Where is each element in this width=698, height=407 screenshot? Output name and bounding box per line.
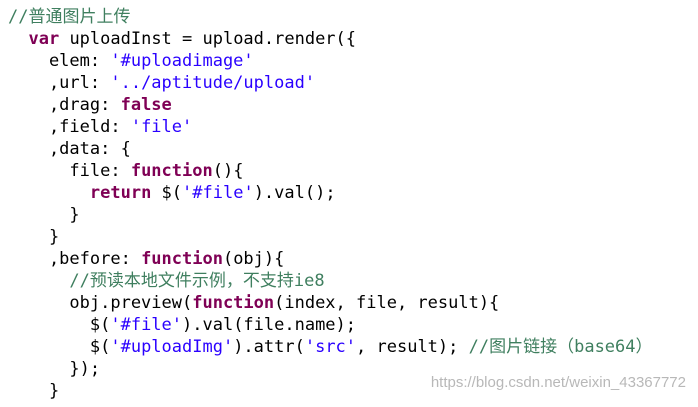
code-token-keyword: function	[141, 249, 223, 269]
code-token-plain: ,url:	[8, 73, 111, 93]
code-token-string: 'file'	[130, 117, 193, 137]
code-token-plain: , result);	[356, 337, 469, 357]
code-line: elem: '#uploadimage'	[8, 50, 254, 72]
code-token-plain: ).val();	[253, 183, 336, 203]
code-line: ,drag: false	[8, 94, 172, 116]
code-token-plain: (obj){	[222, 249, 285, 269]
code-line: //普通图片上传	[8, 6, 130, 28]
code-token-keyword: false	[120, 95, 172, 115]
code-token-string: '../aptitude/upload'	[110, 73, 316, 93]
code-token-plain: ).attr(	[233, 337, 305, 357]
code-line: obj.preview(function(index, file, result…	[8, 292, 499, 314]
code-token-plain: ,data: {	[8, 139, 131, 159]
code-token-string: '#uploadimage'	[110, 51, 254, 71]
code-token-plain: uploadInst = upload.render({	[59, 29, 357, 49]
code-line: $('#file').val(file.name);	[8, 314, 356, 336]
code-token-plain: }	[8, 205, 80, 225]
code-token-comment: //图片链接（base64）	[468, 337, 653, 357]
code-token-keyword: function	[130, 161, 213, 181]
code-token-plain: $(	[151, 183, 183, 203]
code-token-string: '#file'	[110, 315, 183, 335]
code-line: });	[8, 358, 100, 380]
code-line: ,before: function(obj){	[8, 248, 284, 270]
code-token-plain: (){	[212, 161, 244, 181]
code-line: var uploadInst = upload.render({	[8, 28, 356, 50]
code-token-plain	[8, 271, 69, 291]
code-token-plain	[8, 29, 28, 49]
code-token-comment: //预读本地文件示例，不支持ie8	[69, 271, 325, 291]
code-line: }	[8, 380, 59, 402]
code-token-plain	[8, 183, 90, 203]
code-token-plain: }	[8, 227, 60, 247]
code-token-plain: ,field:	[8, 117, 131, 137]
watermark-url: https://blog.csdn.net/weixin_43367772	[430, 374, 686, 391]
code-token-plain: obj.preview(	[8, 293, 193, 313]
code-line: ,data: {	[8, 138, 131, 160]
code-token-plain: $(	[8, 315, 111, 335]
code-line: }	[8, 204, 80, 226]
code-token-plain: }	[8, 381, 60, 401]
code-token-comment: //普通图片上传	[8, 7, 131, 27]
code-line: return $('#file').val();	[8, 182, 336, 204]
code-line: file: function(){	[8, 160, 243, 182]
code-token-plain: elem:	[8, 51, 111, 71]
code-token-string: '#uploadImg'	[110, 337, 234, 357]
code-token-plain: $(	[8, 337, 111, 357]
code-token-plain: ,drag:	[8, 95, 121, 115]
code-line: ,field: 'file'	[8, 116, 192, 138]
code-token-keyword: return	[89, 183, 152, 203]
code-token-plain: });	[8, 359, 101, 379]
code-token-plain: ,before:	[8, 249, 142, 269]
code-line: ,url: '../aptitude/upload'	[8, 72, 315, 94]
code-token-plain: (index, file, result){	[274, 293, 500, 313]
code-token-keyword: function	[192, 293, 275, 313]
code-token-string: 'src'	[304, 337, 357, 357]
code-line: //预读本地文件示例，不支持ie8	[8, 270, 325, 292]
code-line: }	[8, 226, 59, 248]
code-line: $('#uploadImg').attr('src', result); //图…	[8, 336, 653, 358]
code-token-plain: ).val(file.name);	[182, 315, 357, 335]
code-token-plain: file:	[8, 161, 131, 181]
code-token-keyword: var	[28, 29, 60, 49]
code-token-string: '#file'	[182, 183, 254, 203]
